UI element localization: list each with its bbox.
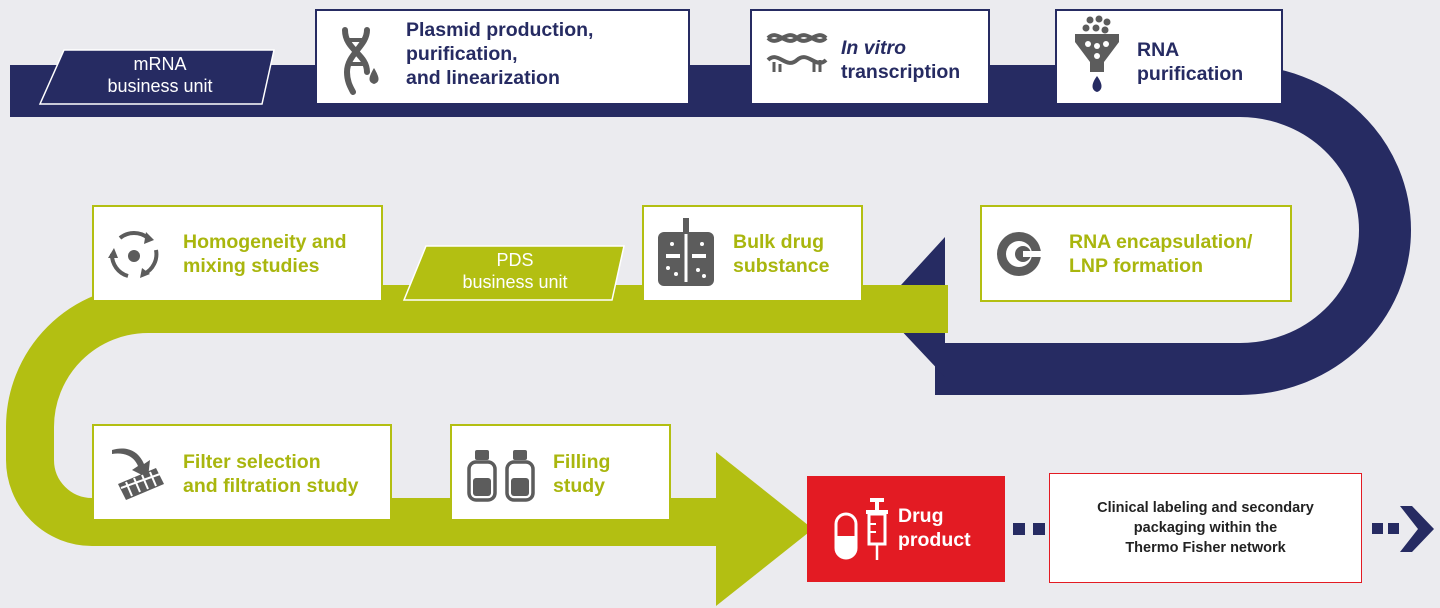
rna-strands-icon	[766, 33, 828, 72]
drug-product-box	[807, 476, 1005, 582]
capsule-syringe-icon	[834, 498, 888, 560]
lipid-nanoparticle-icon	[997, 232, 1045, 276]
pds-flow-arrowhead	[716, 452, 813, 606]
pds-unit-label: PDS business unit	[462, 250, 568, 292]
step-homogeneity	[92, 205, 383, 302]
rna-purification-label: RNA purification	[1137, 39, 1244, 85]
mrna-unit-label: mRNA business unit	[107, 54, 213, 96]
homogeneity-label: Homogeneity and mixing studies	[183, 231, 347, 277]
vials-icon	[467, 450, 535, 502]
bulk-drug-label: Bulk drug substance	[733, 231, 830, 277]
dotted-connector-1	[1013, 523, 1045, 535]
clinical-labeling-label: Clinical labeling and secondary packagin…	[1097, 500, 1314, 556]
mrna-flow-band	[10, 65, 1411, 395]
mrna-unit-tag	[38, 49, 275, 105]
pds-flow-band	[6, 285, 948, 546]
step-plasmid	[315, 9, 690, 105]
bioreactor-tank-icon	[658, 218, 714, 286]
filter-selection-label: Filter selection and filtration study	[183, 451, 359, 497]
drug-product-label: Drug product	[898, 505, 971, 551]
filter-membrane-icon	[112, 448, 164, 500]
dotted-connector-2	[1372, 506, 1434, 552]
dna-drop-icon	[342, 27, 379, 95]
pds-unit-tag	[402, 245, 625, 301]
filter-funnel-icon	[1075, 15, 1119, 92]
circular-mixing-icon	[108, 230, 159, 278]
clinical-labeling-box: Clinical labeling and secondary packagin…	[1049, 473, 1362, 583]
step-ivt	[750, 9, 990, 105]
step-filling	[450, 424, 671, 521]
ivt-label: In vitro transcription	[841, 37, 961, 83]
filling-label: Filling study	[553, 451, 611, 497]
plasmid-label: Plasmid production, purification, and li…	[406, 19, 594, 89]
encapsulation-label: RNA encapsulation/ LNP formation	[1069, 231, 1253, 277]
